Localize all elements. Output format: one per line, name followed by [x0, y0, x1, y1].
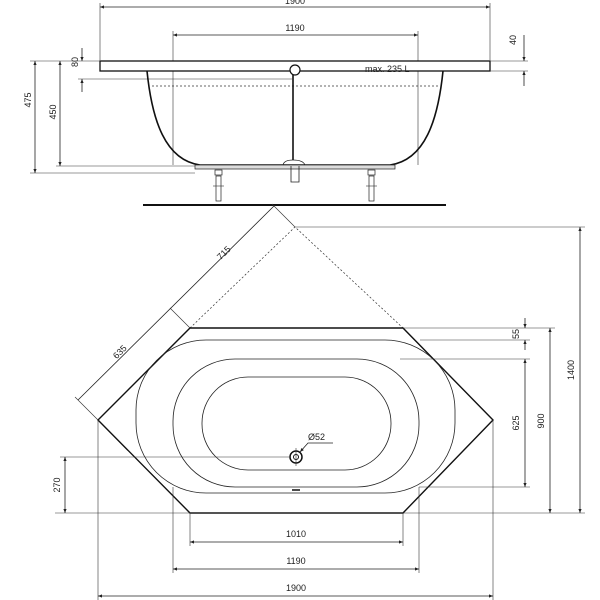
- dim-corner-side-a: 715: [215, 244, 233, 262]
- dim-front-depth: 900: [536, 413, 546, 428]
- dim-plan-inner-length: 1190: [286, 556, 305, 566]
- corner-wall-outline: [189, 226, 404, 329]
- dim-drain-diameter: Ø52: [308, 432, 325, 442]
- dim-drain-offset: 270: [52, 477, 62, 492]
- dim-plan-overall-length: 1900: [286, 583, 306, 593]
- adjustable-leg: [366, 169, 377, 202]
- drain-trap: [282, 159, 306, 183]
- dim-inner-length: 1190: [285, 23, 304, 33]
- dim-inner-depth: 450: [48, 104, 58, 119]
- dim-water-level-offset: 80: [70, 57, 80, 67]
- basin-oval: [172, 358, 420, 488]
- tub-basin: [146, 70, 444, 166]
- capacity-label: max. 235 L: [365, 64, 410, 74]
- dim-rim-thickness: 40: [508, 35, 518, 45]
- dim-overall-length: 1900: [285, 0, 305, 6]
- adjustable-leg: [213, 169, 224, 202]
- side-view: 1900 1190 40 80 max. 235 L: [23, 0, 528, 206]
- tub-hexagon-outline: [97, 327, 494, 514]
- basin-floor-oval: [201, 376, 392, 471]
- dim-inner-width: 625: [511, 415, 521, 430]
- dim-corner-side-b: 635: [111, 343, 129, 361]
- dim-overall-depth: 1400: [566, 360, 576, 380]
- rim-oval: [135, 339, 456, 494]
- dim-rim-inset: 55: [511, 329, 521, 339]
- dim-total-height: 475: [23, 92, 33, 107]
- dim-front-edge: 1010: [286, 529, 306, 539]
- support-frame: [194, 164, 396, 170]
- dim-line-corner-sides: [77, 204, 276, 401]
- plan-view: Ø52 715 635 1400 900 625 55 270 1010: [52, 203, 585, 600]
